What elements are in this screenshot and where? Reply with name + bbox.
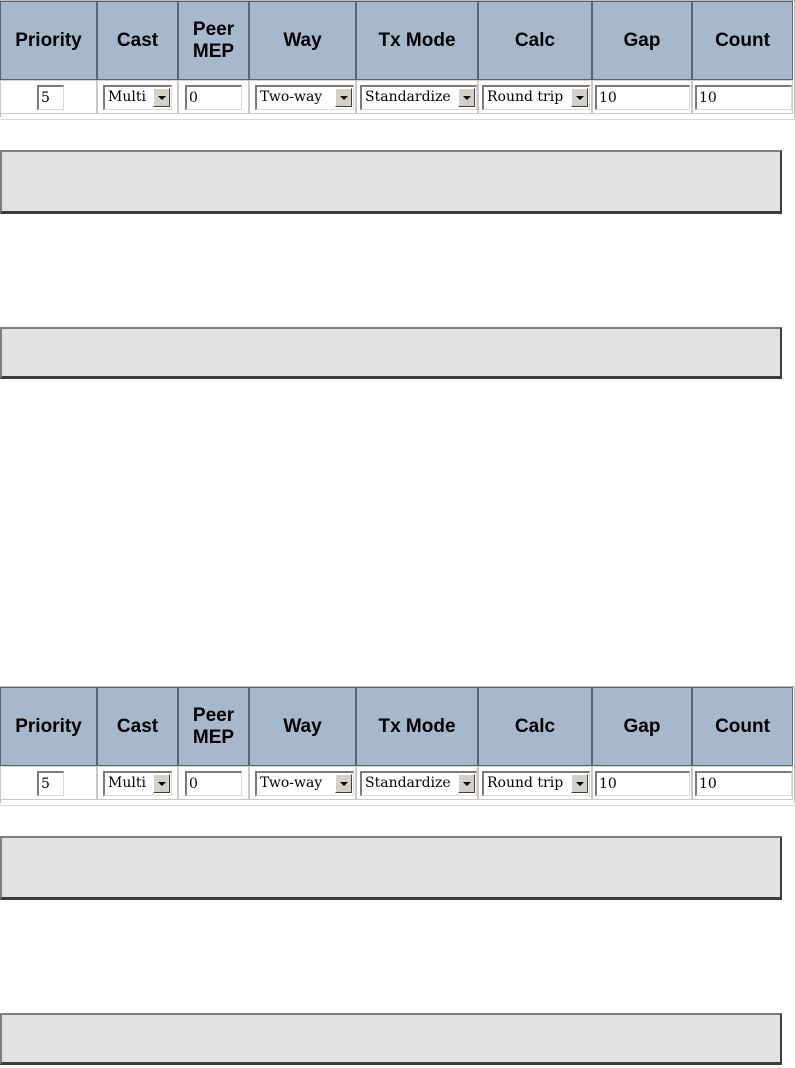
cell-gap: 10 xyxy=(592,80,692,114)
message-box xyxy=(0,327,782,379)
table-row: 5 Multi 0 Two-way Standardize Round xyxy=(0,80,793,114)
cell-calc: Round trip xyxy=(478,766,592,800)
tx-mode-select[interactable]: Standardize xyxy=(360,771,477,796)
cell-cast: Multi xyxy=(97,766,178,800)
peer-mep-input[interactable]: 0 xyxy=(185,771,242,796)
chevron-down-icon[interactable] xyxy=(335,774,352,793)
header-peer-mep-line2: MEP xyxy=(192,40,235,62)
tx-mode-select-value: Standardize xyxy=(365,89,451,105)
cell-tx-mode: Standardize xyxy=(356,766,478,800)
header-tx-mode: Tx Mode xyxy=(356,687,478,766)
header-count-label: Count xyxy=(715,715,770,737)
header-peer-mep-line1: Peer xyxy=(192,18,235,40)
way-select-value: Two-way xyxy=(260,775,323,791)
cell-calc: Round trip xyxy=(478,80,592,114)
header-way-label: Way xyxy=(283,715,322,737)
cell-peer-mep: 0 xyxy=(178,766,249,800)
gap-input[interactable]: 10 xyxy=(595,85,690,110)
header-count: Count xyxy=(692,687,793,766)
chevron-down-icon[interactable] xyxy=(458,774,475,793)
header-gap-label: Gap xyxy=(623,715,661,737)
header-gap-label: Gap xyxy=(623,29,661,51)
table-row: 5 Multi 0 Two-way Standardize Round xyxy=(0,766,793,800)
header-calc-label: Calc xyxy=(514,29,556,51)
priority-input[interactable]: 5 xyxy=(37,771,64,796)
peer-mep-input[interactable]: 0 xyxy=(185,85,242,110)
priority-input[interactable]: 5 xyxy=(37,85,64,110)
header-peer-mep-line2: MEP xyxy=(192,726,235,748)
divider xyxy=(0,119,795,120)
calc-select[interactable]: Round trip xyxy=(482,771,590,796)
header-way-label: Way xyxy=(283,29,322,51)
header-peer-mep-line1: Peer xyxy=(192,704,235,726)
header-cast-label: Cast xyxy=(116,715,159,737)
header-way: Way xyxy=(249,1,356,80)
cast-select-value: Multi xyxy=(108,89,146,105)
cell-way: Two-way xyxy=(249,80,356,114)
header-tx-mode-label: Tx Mode xyxy=(378,29,456,51)
cell-gap: 10 xyxy=(592,766,692,800)
cell-cast: Multi xyxy=(97,80,178,114)
chevron-down-icon[interactable] xyxy=(571,774,588,793)
way-select[interactable]: Two-way xyxy=(255,85,354,110)
header-count-label: Count xyxy=(715,29,770,51)
calc-select[interactable]: Round trip xyxy=(482,85,590,110)
header-calc: Calc xyxy=(478,1,592,80)
header-cast: Cast xyxy=(97,1,178,80)
cell-priority: 5 xyxy=(0,80,97,114)
cast-select[interactable]: Multi xyxy=(103,85,172,110)
header-tx-mode-label: Tx Mode xyxy=(378,715,456,737)
chevron-down-icon[interactable] xyxy=(335,88,352,107)
gap-input[interactable]: 10 xyxy=(595,771,690,796)
message-box xyxy=(0,836,782,900)
way-select[interactable]: Two-way xyxy=(255,771,354,796)
header-cast: Cast xyxy=(97,687,178,766)
tx-mode-select-value: Standardize xyxy=(365,775,451,791)
header-calc: Calc xyxy=(478,687,592,766)
header-priority-label: Priority xyxy=(15,715,82,737)
cast-select[interactable]: Multi xyxy=(103,771,172,796)
calc-select-value: Round trip xyxy=(487,775,564,791)
chevron-down-icon[interactable] xyxy=(153,774,170,793)
cell-priority: 5 xyxy=(0,766,97,800)
message-box xyxy=(0,150,782,214)
header-gap: Gap xyxy=(592,687,692,766)
count-input[interactable]: 10 xyxy=(695,771,792,796)
chevron-down-icon[interactable] xyxy=(571,88,588,107)
message-box xyxy=(0,1013,782,1065)
way-select-value: Two-way xyxy=(260,89,323,105)
calc-select-value: Round trip xyxy=(487,89,564,105)
chevron-down-icon[interactable] xyxy=(153,88,170,107)
divider xyxy=(0,805,795,806)
header-way: Way xyxy=(249,687,356,766)
count-input[interactable]: 10 xyxy=(695,85,792,110)
header-cast-label: Cast xyxy=(116,29,159,51)
cell-count: 10 xyxy=(692,766,793,800)
header-count: Count xyxy=(692,1,793,80)
header-priority: Priority xyxy=(0,1,97,80)
cell-peer-mep: 0 xyxy=(178,80,249,114)
header-calc-label: Calc xyxy=(514,715,556,737)
header-priority-label: Priority xyxy=(15,29,82,51)
cell-count: 10 xyxy=(692,80,793,114)
tx-mode-select[interactable]: Standardize xyxy=(360,85,477,110)
cell-tx-mode: Standardize xyxy=(356,80,478,114)
header-tx-mode: Tx Mode xyxy=(356,1,478,80)
header-priority: Priority xyxy=(0,687,97,766)
cell-way: Two-way xyxy=(249,766,356,800)
cast-select-value: Multi xyxy=(108,775,146,791)
header-gap: Gap xyxy=(592,1,692,80)
chevron-down-icon[interactable] xyxy=(458,88,475,107)
